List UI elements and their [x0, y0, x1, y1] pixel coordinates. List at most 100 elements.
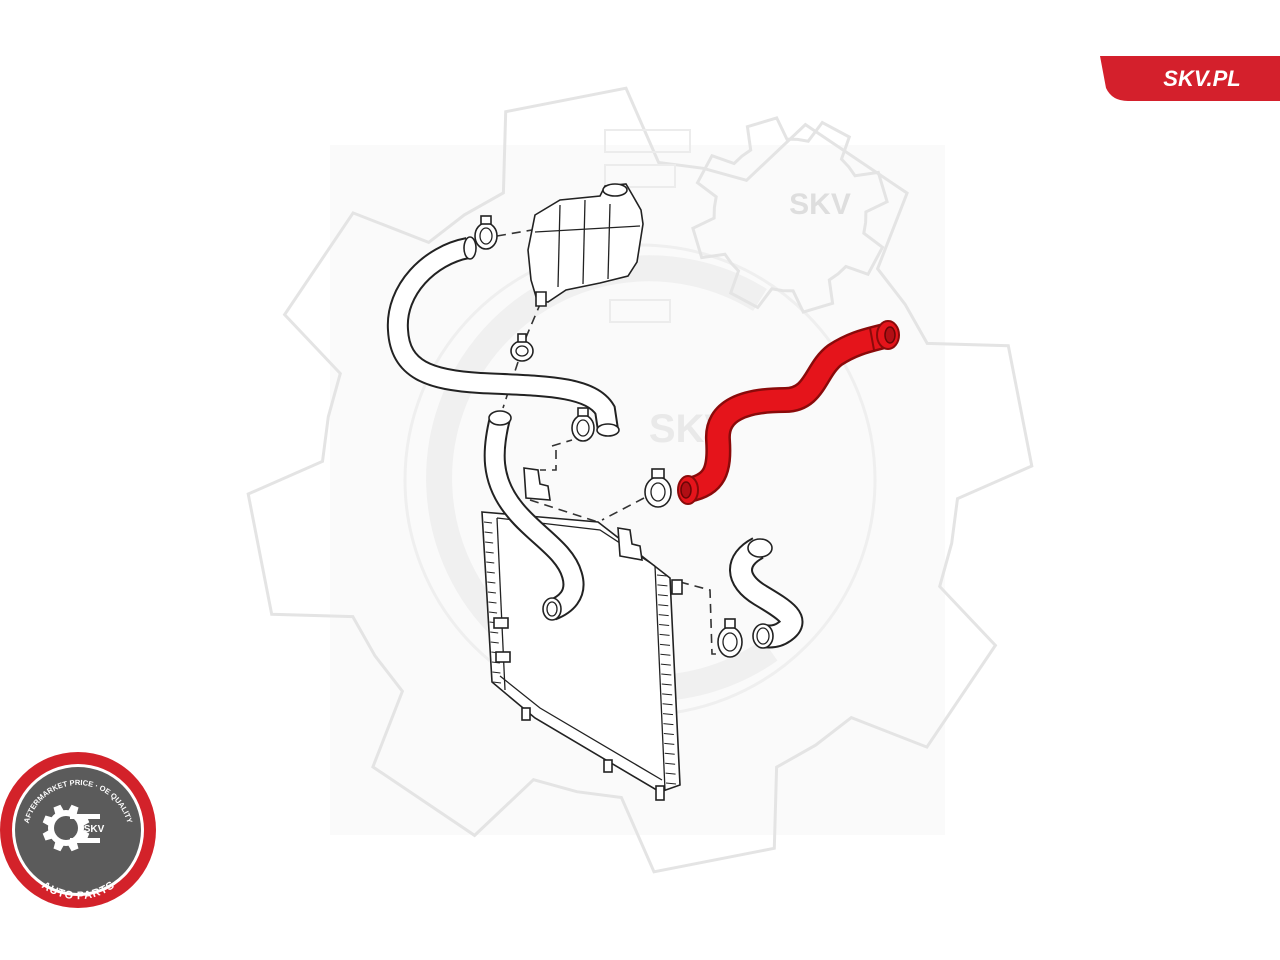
hose-end	[463, 236, 477, 260]
guide-line	[540, 450, 557, 471]
radiator-fins-right	[656, 574, 677, 785]
radiator-fin	[664, 752, 675, 755]
radiator-fin	[490, 631, 499, 634]
clamp-tab	[651, 468, 665, 479]
hose-highlighted-collar	[869, 327, 875, 351]
hose-end-bore	[756, 627, 770, 645]
radiator-fin	[663, 723, 674, 726]
gear-icon	[691, 116, 889, 314]
expansion-tank-icon	[527, 183, 644, 307]
logo-bar	[70, 814, 100, 819]
radiator-right-tank-line	[654, 565, 666, 791]
radiator-stud	[493, 617, 509, 629]
guide-line	[679, 581, 722, 655]
hose-end	[752, 623, 774, 649]
brand-tab-shape	[1100, 56, 1280, 101]
guide-line	[551, 439, 573, 447]
hose-end-bore	[546, 601, 558, 617]
logo-bar	[70, 838, 100, 843]
radiator-fin	[488, 601, 497, 604]
clamp-bore	[515, 345, 529, 357]
hose-clamp-icon	[644, 468, 672, 508]
radiator-fin	[656, 574, 668, 577]
radiator-fin	[661, 683, 672, 686]
tank-rib	[534, 225, 641, 233]
guide-line	[529, 499, 599, 523]
clamp-tab	[517, 333, 527, 343]
radiator-fin	[665, 762, 676, 765]
clamp-bore	[722, 632, 738, 652]
radiator-fin	[665, 782, 677, 785]
clamp-ring	[717, 626, 743, 658]
radiator-fin	[659, 633, 670, 636]
radiator-body	[481, 511, 681, 793]
radiator-fin	[657, 594, 668, 597]
watermark-bar-middle	[604, 164, 676, 188]
watermark-text-small: SKV	[789, 188, 851, 221]
radiator-fin	[659, 624, 670, 627]
clamp-ring	[510, 340, 534, 362]
radiator-fin	[484, 531, 493, 534]
hose-icon	[729, 537, 804, 649]
radiator-fin	[659, 643, 671, 646]
radiator-fins-left	[483, 521, 502, 684]
radiator-fin	[490, 641, 499, 644]
watermark-bar-bottom	[609, 299, 671, 323]
radiator-fin	[485, 551, 494, 554]
radiator-fin	[660, 653, 671, 656]
radiator-fin	[483, 521, 493, 524]
clamp-ring	[474, 222, 498, 250]
radiator-fin	[665, 772, 676, 775]
guide-line	[523, 301, 542, 343]
hose-lower-right-fill	[731, 539, 802, 647]
radiator-fin	[486, 571, 495, 574]
radiator-fin	[663, 732, 674, 735]
radiator-fin	[658, 614, 669, 617]
radiator-fin	[487, 581, 496, 584]
hose-highlighted-end-bore	[680, 481, 692, 499]
logo-gear-hub	[54, 816, 78, 840]
radiator-fin	[492, 681, 502, 684]
radiator-fin	[664, 742, 675, 745]
hose-end	[488, 410, 512, 426]
hose-clamp-icon	[510, 333, 534, 362]
clamp-bore	[479, 227, 493, 245]
radiator-fin	[658, 604, 669, 607]
radiator-stud	[521, 707, 531, 721]
radiator-stud	[671, 579, 683, 595]
clamp-ring	[644, 476, 672, 508]
hose-icon	[483, 410, 585, 621]
radiator-fin	[661, 673, 672, 676]
hose-icon-highlighted	[677, 320, 900, 505]
clamp-tab	[480, 215, 492, 225]
gear-icon	[246, 86, 1034, 874]
expansion-tank-cap	[602, 183, 628, 197]
brand-tab: SKV.PL	[1100, 56, 1280, 101]
logo-center-text: SKV	[84, 824, 105, 835]
clamp-ring	[571, 414, 595, 442]
hose-end	[596, 423, 620, 437]
radiator-fin	[492, 671, 501, 674]
hose-clamp-icon	[474, 215, 498, 250]
radiator-fin	[485, 541, 494, 544]
radiator-fin	[487, 591, 496, 594]
hose-clamp-icon	[717, 618, 743, 658]
skv-auto-parts-logo: AFTERMARKET PRICE · OE QUALITY AUTO PART…	[0, 752, 156, 908]
hose-end	[542, 597, 562, 621]
radiator-fin	[662, 713, 674, 716]
radiator-stud	[655, 785, 665, 801]
radiator-bracket	[617, 527, 643, 561]
clamp-bore	[576, 419, 590, 437]
clamp-bore	[650, 482, 666, 502]
tank-rib	[582, 199, 586, 285]
radiator-bracket	[523, 467, 551, 501]
guide-line	[601, 497, 645, 521]
tank-outlet	[535, 291, 547, 307]
hose-upper-left-fill	[388, 239, 617, 432]
radiator-fin	[662, 693, 673, 696]
clamp-tab	[577, 407, 589, 417]
guide-line	[496, 229, 533, 237]
radiator-fin	[662, 703, 673, 706]
hose-icon	[386, 236, 620, 437]
hose-end	[747, 538, 773, 558]
